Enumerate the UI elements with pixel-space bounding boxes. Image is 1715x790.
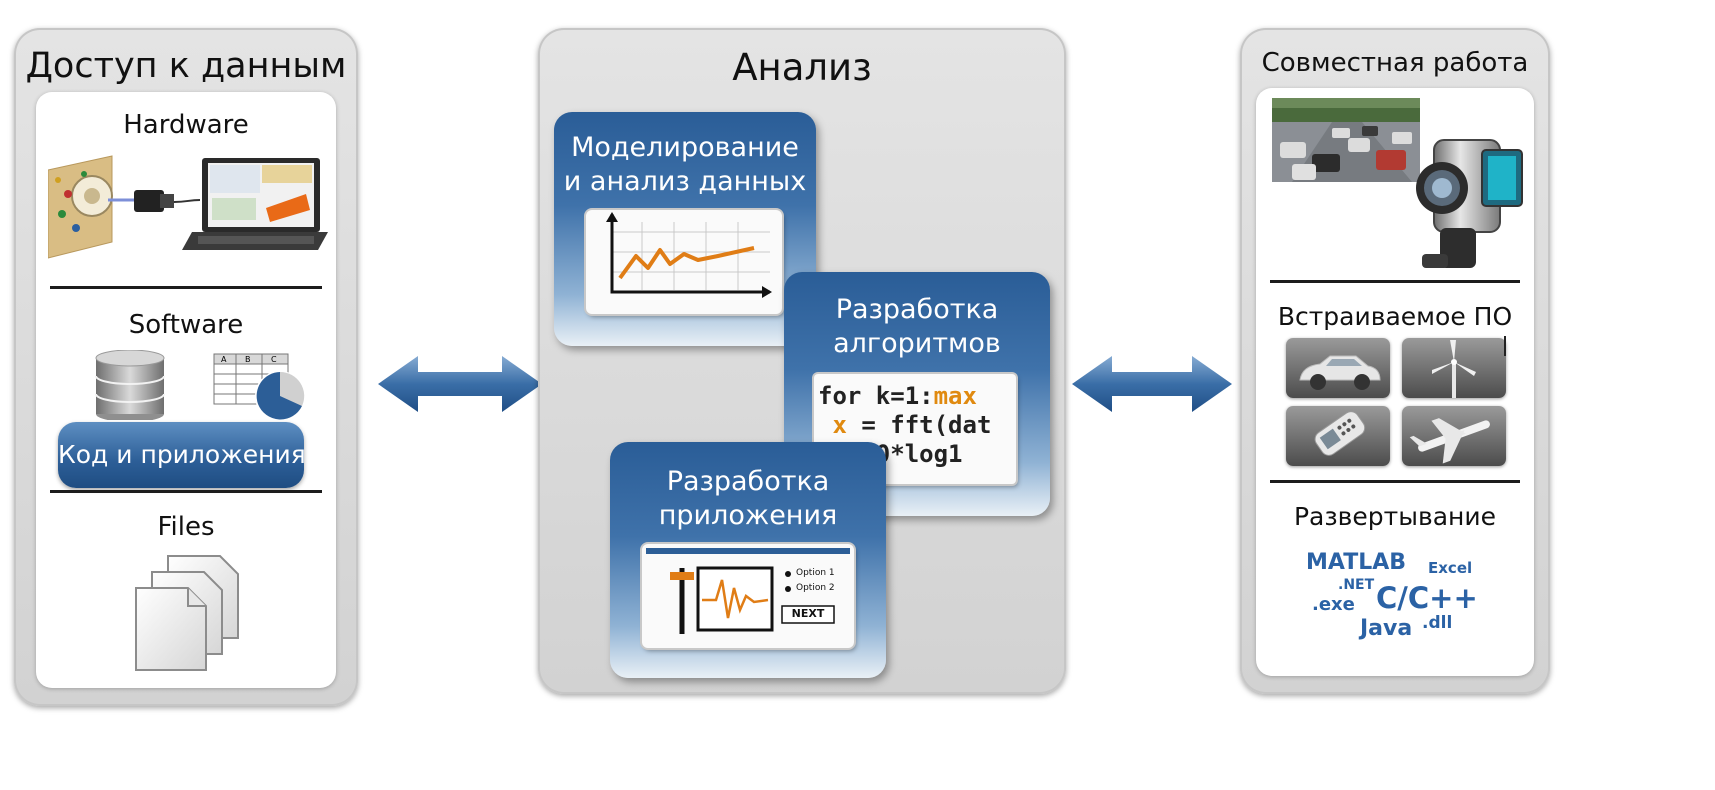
airplane-icon xyxy=(1402,406,1506,466)
deploy-excel: Excel xyxy=(1428,559,1473,577)
app-ui-titlebar xyxy=(646,548,850,554)
line-chart-card xyxy=(586,210,782,314)
hardware-label: Hardware xyxy=(123,110,249,140)
spreadsheet-header-a: A xyxy=(221,355,227,364)
app-ui-illustration xyxy=(670,566,835,634)
separator xyxy=(50,490,322,493)
algorithms-title-line1: Разработка xyxy=(835,294,999,325)
applications-title-line2: приложения xyxy=(658,500,838,531)
wind-turbine-icon xyxy=(1402,338,1506,398)
software-label: Software xyxy=(128,310,244,340)
text-cursor-icon xyxy=(1504,336,1506,356)
option-2-label: Option 2 xyxy=(796,583,835,593)
separator xyxy=(1270,480,1520,483)
separator xyxy=(1270,280,1520,283)
deploy-exe: .exe xyxy=(1312,594,1355,615)
deployment-label: Развертывание xyxy=(1293,502,1496,531)
documents-icon xyxy=(135,555,239,671)
slider-icon xyxy=(670,568,694,634)
collaboration-panel: Совместная работа xyxy=(1240,28,1550,694)
applications-box: Разработка приложения Option 1 Option 2 … xyxy=(610,442,886,678)
separator xyxy=(50,286,322,289)
deploy-matlab: MATLAB xyxy=(1306,550,1407,575)
modeling-title-line1: Моделирование xyxy=(571,132,799,163)
car-icon xyxy=(1286,338,1390,398)
spreadsheet-header-b: B xyxy=(245,355,251,364)
modeling-title-line2: и анализ данных xyxy=(563,166,807,197)
algorithms-box: Разработка алгоритмов for k=1:max x = ff… xyxy=(784,272,1050,516)
deploy-net: .NET xyxy=(1338,577,1375,593)
lens-disc-icon xyxy=(48,155,113,259)
analysis-title: Анализ xyxy=(732,46,872,89)
hardware-illustration xyxy=(48,155,328,259)
data-access-content: Hardware xyxy=(36,92,336,688)
camera-icon xyxy=(134,190,174,212)
code-line-1: for k=1:max xyxy=(818,382,977,410)
database-icon xyxy=(95,350,165,420)
signal-plot-icon xyxy=(702,579,769,619)
line-chart-icon xyxy=(606,212,772,298)
code-line-2: x = fft(dat xyxy=(818,411,992,439)
code-and-apps-button[interactable]: Код и приложения xyxy=(58,422,306,488)
deploy-java: Java xyxy=(1360,616,1413,641)
files-label: Files xyxy=(157,512,215,542)
data-access-panel: Доступ к данным Hardware xyxy=(14,28,358,706)
video-camera-icon xyxy=(1416,139,1523,268)
deploy-c: C/C++ xyxy=(1376,581,1478,615)
applications-title-line1: Разработка xyxy=(666,466,830,497)
collaboration-content: Встраиваемое ПО xyxy=(1256,88,1534,676)
pie-chart-icon xyxy=(255,371,305,420)
deploy-dll: .dll xyxy=(1422,613,1453,633)
modeling-box: Моделирование и анализ данных xyxy=(554,112,816,346)
double-arrow-icon xyxy=(378,356,542,412)
next-button: NEXT xyxy=(791,607,825,620)
next-button-frame xyxy=(781,605,835,624)
laptop-icon xyxy=(182,158,328,250)
traffic-photo xyxy=(1272,98,1420,182)
data-access-title: Доступ к данным xyxy=(25,46,347,86)
embedded-label: Встраиваемое ПО xyxy=(1277,302,1513,331)
mobile-phone-icon xyxy=(1286,406,1390,466)
option-1-label: Option 1 xyxy=(796,568,835,578)
app-ui-card: Option 1 Option 2 NEXT xyxy=(642,544,854,648)
algorithms-title-line2: алгоритмов xyxy=(833,328,1001,359)
collaboration-title: Совместная работа xyxy=(1261,48,1529,78)
software-illustration: A B C xyxy=(95,350,305,420)
double-arrow-icon xyxy=(1072,356,1232,412)
spreadsheet-header-c: C xyxy=(271,355,277,364)
